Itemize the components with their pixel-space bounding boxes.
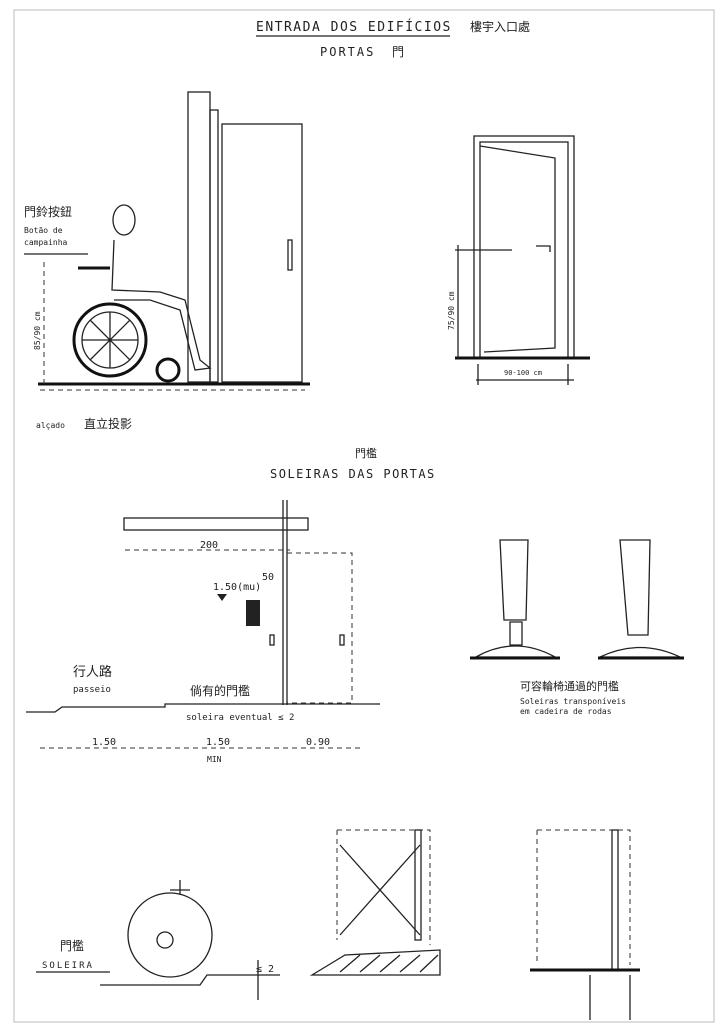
- dim-b: 1.50: [206, 737, 230, 748]
- door-frame-section: [336, 829, 431, 945]
- door-handle: [287, 239, 293, 271]
- door-leaf-detail-2: [619, 539, 651, 636]
- floor-channel: [589, 975, 631, 1020]
- door-handle: [536, 245, 551, 252]
- section-title: SOLEIRAS DAS PORTAS: [270, 467, 436, 481]
- dim-a: 1.50: [92, 737, 116, 748]
- ground-profile: [26, 703, 380, 713]
- handle-height-dim: 75/90 cm: [447, 291, 456, 330]
- castor-wheel: [127, 892, 213, 978]
- detail-label-cn: 門檻: [60, 938, 84, 953]
- dim-200: 200: [200, 540, 218, 551]
- passable-label-cn: 可容輪椅通過的門檻: [520, 679, 619, 693]
- sidewalk-label: passeio: [73, 685, 111, 695]
- dim-50: 50: [262, 572, 274, 583]
- wall-plan: [123, 517, 309, 531]
- dim-min: MIN: [207, 755, 222, 764]
- passable-label-1: Soleiras transponíveis: [520, 697, 626, 706]
- person-head: [112, 204, 136, 236]
- threshold-bump-2: [599, 646, 681, 658]
- bell-plate: [246, 600, 260, 626]
- door-leaf: [221, 123, 303, 383]
- door-leaf-open: [479, 145, 556, 353]
- detail-max: ≤ 2: [256, 964, 274, 975]
- bell-label-cn: 門鈴按鈕: [24, 204, 72, 219]
- bell-label-2: campainha: [24, 238, 68, 247]
- sidewalk-label-cn: 行人路: [73, 664, 112, 680]
- page-title: ENTRADA DOS EDIFÍCIOS: [256, 19, 452, 35]
- dim-150-mu: 1.50(mu): [213, 582, 261, 593]
- page-subtitle-cn: 門: [392, 45, 404, 59]
- elevation-caption-cn: 直立投影: [84, 416, 132, 431]
- door-cross: [339, 844, 421, 936]
- door-leaf-detail-1: [499, 539, 529, 621]
- marker-triangle: [217, 594, 227, 601]
- door-width-dim: 90-100 cm: [504, 369, 542, 377]
- threshold-profile: [100, 974, 280, 986]
- bell-label-1: Botão de: [24, 226, 63, 235]
- threshold-bump-1: [473, 645, 556, 658]
- wheelchair-castor: [155, 357, 181, 383]
- door-elevation: 75/90 cm 90-100 cm: [447, 135, 590, 385]
- passable-label-2: em cadeira de rodas: [520, 707, 612, 716]
- bell-height-dim: 85/90 cm: [33, 311, 42, 350]
- threshold-label: soleira eventual ≤ 2: [186, 713, 294, 723]
- threshold-label-cn: 倘有的門檻: [190, 683, 250, 698]
- threshold-details: 門檻 SOLEIRA ≤ 2: [36, 829, 640, 1020]
- thresholds-section: 門檻 SOLEIRAS DAS PORTAS 200 1.50(mu) 50 行…: [26, 446, 684, 764]
- elevation-caption: alçado: [36, 421, 65, 430]
- door-frame-section-2: [536, 829, 631, 965]
- wall-section: [187, 91, 211, 383]
- detail-label: SOLEIRA: [42, 961, 94, 971]
- sheet-border: [13, 9, 715, 1023]
- person-body: [111, 239, 212, 371]
- page-subtitle: PORTAS: [320, 45, 375, 59]
- wheelchair-wheel: [72, 302, 148, 378]
- header: ENTRADA DOS EDIFÍCIOS 樓宇入口處 PORTAS 門: [256, 19, 530, 59]
- door-frame: [473, 135, 575, 359]
- page-title-cn: 樓宇入口處: [470, 19, 530, 34]
- ramp-threshold: [309, 949, 441, 976]
- section-title-cn: 門檻: [355, 446, 377, 460]
- dim-c: 0.90: [306, 737, 330, 748]
- wheelchair-elevation: 門鈴按鈕 Botão de campainha 85/90 cm alçado …: [24, 91, 310, 431]
